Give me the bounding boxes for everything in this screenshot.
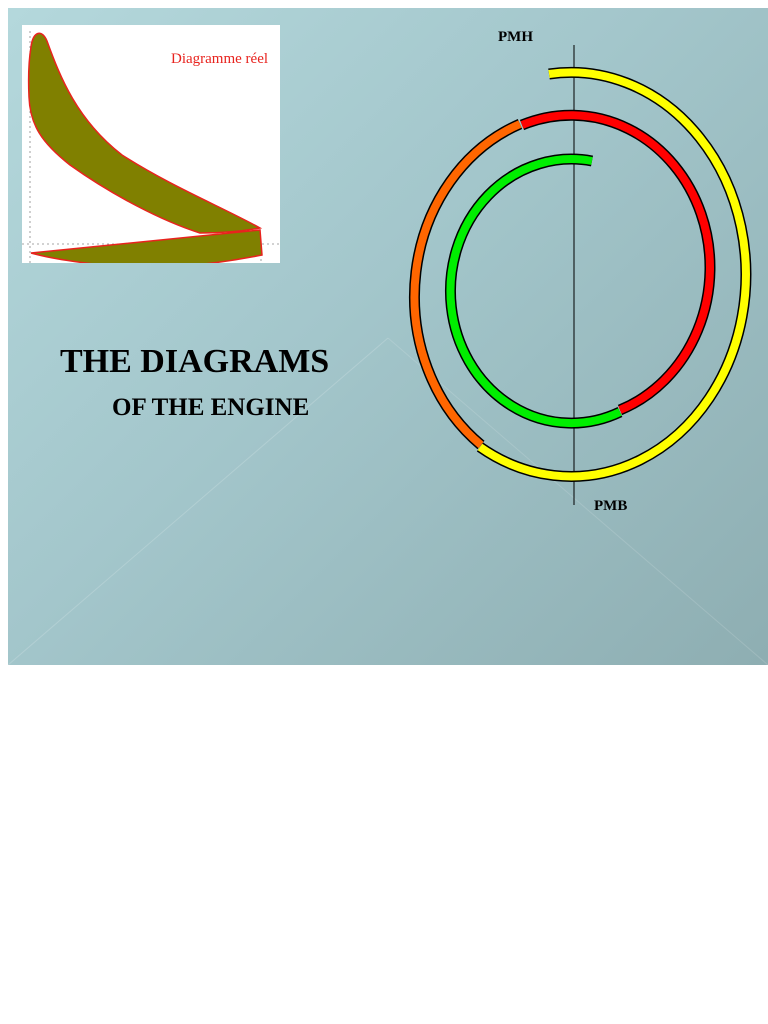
slide-title: THE DIAGRAMS: [60, 343, 330, 380]
work-loop: [27, 32, 263, 234]
pumping-loop: [30, 229, 263, 263]
background-decoration: [8, 337, 768, 665]
pmh-label: PMH: [498, 29, 533, 45]
pv-diagram: [22, 31, 280, 263]
inner-green-arc: [444, 153, 623, 429]
slide: Diagramme réel THE DIAGRAMS OF THE ENGIN…: [8, 8, 768, 665]
cycle-diagram: [409, 45, 752, 505]
slide-subtitle: OF THE ENGINE: [112, 394, 310, 421]
real-diagram-inset: Diagramme réel: [22, 25, 280, 263]
inset-label: Diagramme réel: [171, 51, 269, 67]
pmb-label: PMB: [594, 498, 628, 514]
